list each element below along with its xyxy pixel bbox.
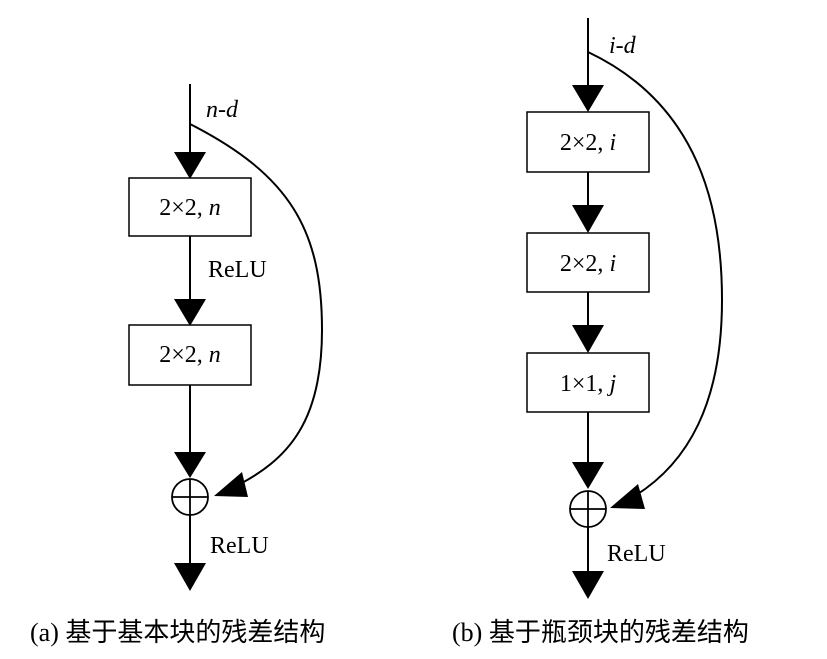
a-output-arrow (174, 563, 206, 591)
a-caption: (a) 基于基本块的残差结构 (30, 618, 325, 647)
b-caption: (b) 基于瓶颈块的残差结构 (452, 618, 749, 647)
b-block3 (526, 352, 650, 413)
b-output-arrow (572, 571, 604, 599)
a-arrow-into-sum (174, 452, 206, 478)
a-arrow-into-block1 (174, 152, 206, 179)
a-input-label: n-d (206, 97, 239, 123)
a-block2 (128, 324, 252, 386)
b-relu-out: ReLU (607, 541, 666, 567)
diagram-a: n-d 2×2, n ReLU 2×2, n ReLU (a) 基于基本块的残差… (30, 84, 325, 647)
a-relu-out: ReLU (210, 533, 269, 559)
b-block1 (526, 111, 650, 173)
b-block2 (526, 232, 650, 293)
b-block3-label: 1×1, j (560, 371, 617, 397)
b-block1-label: 2×2, i (560, 130, 616, 156)
b-arrow-into-block2 (572, 205, 604, 233)
b-arrow-into-sum (572, 462, 604, 489)
b-arrow-into-block3 (572, 325, 604, 353)
a-block2-label: 2×2, n (159, 342, 221, 368)
a-arrow-into-block2 (174, 299, 206, 326)
a-relu-mid: ReLU (208, 257, 267, 283)
a-skip-connection (189, 123, 324, 489)
b-block2-label: 2×2, i (560, 251, 616, 277)
a-skip-arrowhead (214, 472, 248, 497)
b-input-label: i-d (609, 33, 637, 59)
diagram-b: i-d 2×2, i 2×2, i 1×1, j ReLU (b) 基于瓶颈块的 (452, 18, 749, 647)
b-skip-connection (587, 51, 724, 501)
a-block1-label: 2×2, n (159, 195, 221, 221)
b-skip-arrowhead (610, 484, 645, 509)
b-arrow-into-block1 (572, 85, 604, 112)
